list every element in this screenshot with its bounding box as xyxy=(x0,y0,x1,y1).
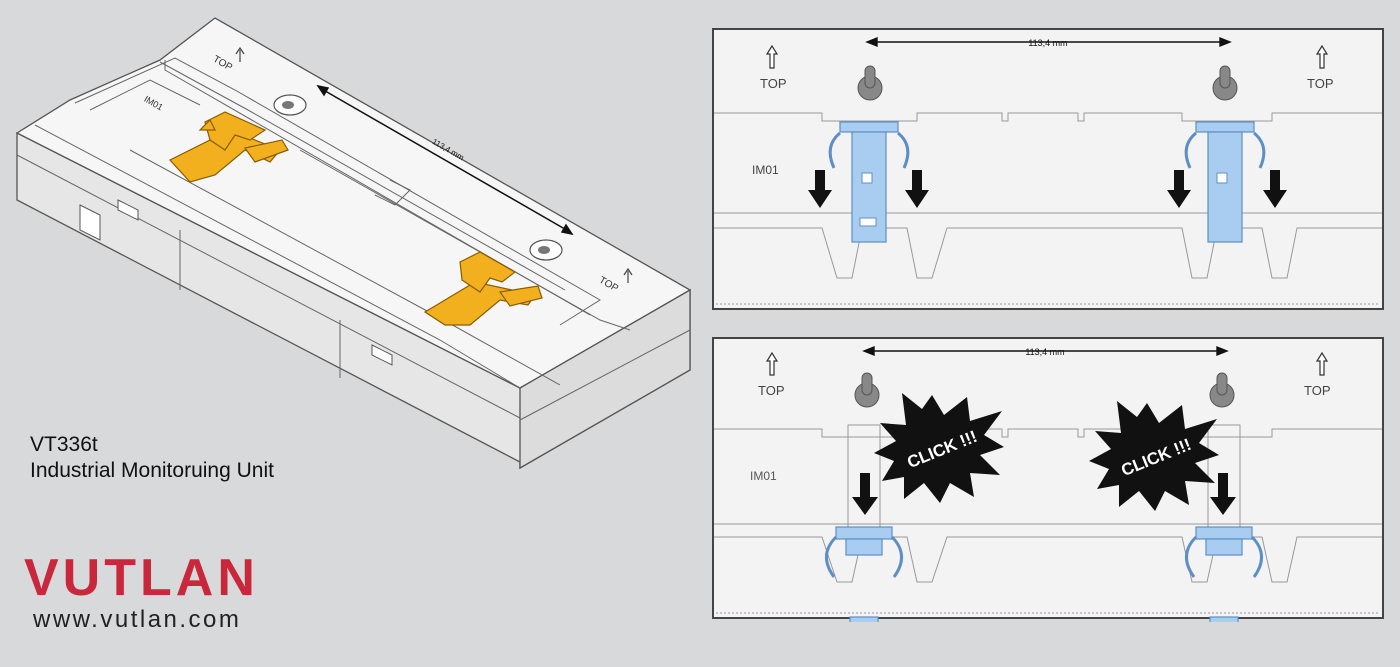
website-url: www.vutlan.com xyxy=(33,606,242,633)
top-label-top-right: TOP xyxy=(1307,76,1334,91)
top-label-bottom-left: TOP xyxy=(758,383,785,398)
product-description: Industrial Monitoruing Unit xyxy=(30,459,274,482)
mounting-clip-bottom-right xyxy=(1185,526,1263,622)
front-view-after-click: 113,4 mm TOP TOP IM01 CLICK !!! CLICK !!… xyxy=(712,337,1384,622)
dimension-label-bottom: 113,4 mm xyxy=(1025,347,1064,357)
device-body xyxy=(15,17,692,470)
dimension-arrow-top xyxy=(865,36,1232,48)
push-down-arrows-bottom xyxy=(852,473,1236,515)
mounting-clip-bottom-left xyxy=(825,526,903,622)
click-burst-left: CLICK !!! xyxy=(874,393,1004,503)
push-down-arrows-top xyxy=(808,170,1287,208)
mounting-clip-iso-1 xyxy=(169,111,289,183)
product-model: VT336t xyxy=(30,433,98,456)
top-label-bottom-right: TOP xyxy=(1304,383,1331,398)
mounting-clip-iso-2 xyxy=(423,251,543,326)
keyhole-top xyxy=(857,65,1238,101)
vutlan-logo: VUTLAN xyxy=(24,549,259,607)
click-burst-right: CLICK !!! xyxy=(1089,401,1219,511)
front-view-before-click: 113,4 mm TOP TOP IM01 xyxy=(712,28,1384,310)
mounting-clip-top-right xyxy=(1184,121,1266,243)
mounting-clip-top-left xyxy=(828,121,910,243)
top-label-top-left: TOP xyxy=(760,76,787,91)
keyhole-bottom xyxy=(854,372,1235,408)
product-title: VT336t Industrial Monitoruing Unit xyxy=(30,432,274,484)
isometric-device-view: 113,4 mm TOP TOP IM01 xyxy=(15,17,692,470)
module-label-bottom: IM01 xyxy=(750,469,777,483)
dimension-arrow-bottom xyxy=(862,345,1229,357)
dimension-arrow-iso xyxy=(316,84,574,236)
dimension-label-top: 113,4 mm xyxy=(1028,38,1067,48)
module-label-top: IM01 xyxy=(752,163,779,177)
